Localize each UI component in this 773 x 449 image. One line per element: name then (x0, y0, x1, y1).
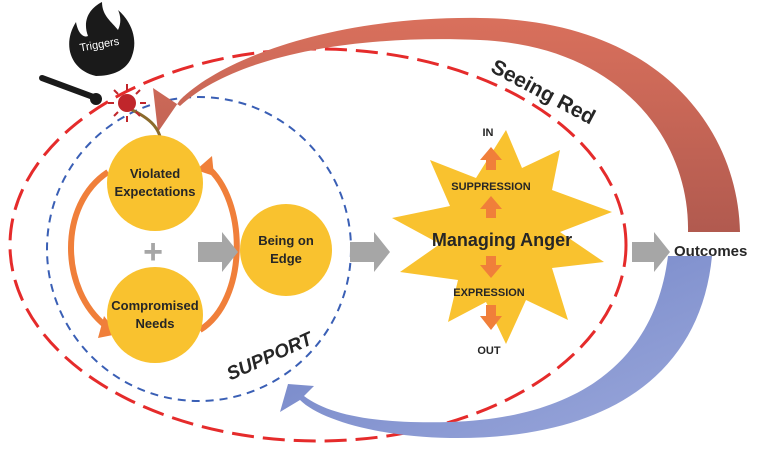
spark-icon (108, 84, 146, 122)
plus-symbol: + (143, 233, 163, 271)
outcomes-label: Outcomes (674, 243, 747, 260)
loop-arrow-left (68, 169, 110, 329)
arrow-up-in (480, 147, 502, 170)
violated-expectations-node (107, 135, 203, 231)
compromised-needs-line2: Needs (135, 316, 174, 331)
being-on-edge-line1: Being on (258, 233, 314, 248)
loop-arrow-right (198, 163, 240, 333)
seeing-red-arrow (153, 17, 740, 232)
seeing-red-label: Seeing Red (487, 55, 599, 129)
violated-expectations-line1: Violated (130, 166, 180, 181)
being-on-edge-node (240, 204, 332, 296)
support-arrow (280, 256, 712, 439)
managing-anger-burst (392, 130, 612, 344)
out-label: OUT (477, 345, 501, 357)
match-head (90, 93, 102, 105)
expression-label: EXPRESSION (453, 287, 525, 299)
in-label: IN (483, 127, 494, 139)
arrow-down-expression (480, 256, 502, 278)
compromised-needs-node (107, 267, 203, 363)
compromised-needs-line1: Compromised (111, 298, 198, 313)
support-label: SUPPORT (224, 328, 317, 385)
arrow-down-out (480, 305, 502, 330)
violated-expectations-line2: Expectations (115, 184, 196, 199)
arrow-up-suppression (480, 196, 502, 218)
match-stick (39, 75, 99, 101)
being-on-edge-line2: Edge (270, 251, 302, 266)
suppression-label: SUPPRESSION (451, 181, 531, 193)
arrow-to-being-on-edge (198, 232, 238, 272)
arrow-to-outcomes (632, 232, 670, 272)
arrow-to-managing-anger (350, 232, 390, 272)
managing-anger-label: Managing Anger (432, 230, 572, 250)
seeing-red-boundary (8, 47, 628, 443)
flame-icon (69, 2, 135, 76)
